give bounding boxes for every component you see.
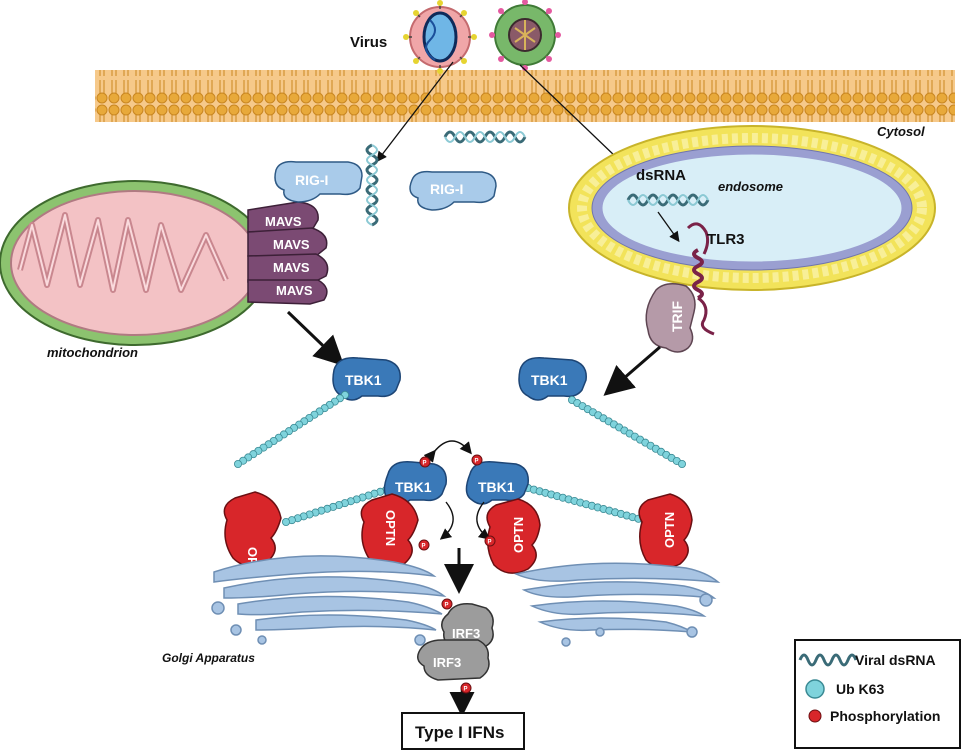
phospho-mark-text: P [423,461,427,467]
mavs-label-3: MAVS [273,260,310,275]
trif-to-tbk1-arrow [603,345,661,396]
mavs-to-tbk1-arrow [286,310,345,367]
phospho-mark-text: P [488,540,492,546]
tbk1-label-upper-left: TBK1 [345,372,382,388]
golgi-apparatus-right [513,562,721,647]
optn-far-right [638,493,693,569]
ubiquitin-bead [678,459,687,468]
rig-i-label-bound: RIG-I [295,172,328,188]
rig-i-label-free: RIG-I [430,181,463,197]
viral-dsrna-helix-strand [444,131,526,143]
golgi-apparatus-left [211,555,447,646]
type-i-ifns-box [401,712,525,750]
virus-particle-1 [403,0,477,74]
plasma-membrane [95,70,955,122]
ubiquitin-chains [233,390,687,527]
trif-label: TRIF [669,300,685,332]
legend-label-viral-dsrna: Viral dsRNA [855,652,936,668]
endosome [568,125,936,291]
type-i-ifns-label: Type I IFNs [415,723,504,742]
endosome-dsrna-strand [627,194,709,206]
ub-chain-upper-right [568,395,687,468]
endosome-label: endosome [718,179,783,194]
phospho-mark-text: P [422,544,426,550]
rig-i-free [409,170,497,211]
irf3-label-top: IRF3 [452,626,480,641]
virus-particle-2 [489,0,561,71]
rig-i-bound [274,160,363,203]
irf3-bottom [417,639,490,681]
phospho-irf3-top: P [441,598,453,610]
phospho-mark-text: P [445,603,449,609]
phospho-optn-center-right: P [484,535,496,547]
mitochondrion [0,180,271,346]
optn-center-right [486,498,541,574]
legend: Viral dsRNA Ub K63 Phosphorylation [794,639,961,749]
phosphorylation-marks: P P P P P P [418,454,496,694]
tbk1-label-center-left: TBK1 [395,479,432,495]
phospho-mark-text: P [475,459,479,465]
phospho-dot-icon [808,709,822,723]
legend-label-phosphorylation: Phosphorylation [830,708,940,724]
golgi-label: Golgi Apparatus [162,651,255,665]
mavs-label-4: MAVS [276,283,313,298]
mavs-label-2: MAVS [273,237,310,252]
cytosol-label: Cytosol [877,124,925,139]
wavy-rna-icon [798,653,858,667]
rig-i-bound-dsrna-strand [366,144,378,226]
mavs-stack [247,201,329,305]
trif-adapter [645,283,696,353]
irf3-top [441,602,494,649]
ubiquitin-bead [233,459,242,468]
tbk1-to-optn-left-arrow [439,501,454,540]
virus-label: Virus [350,34,387,51]
phospho-tbk1-left: P [419,456,431,468]
dsrna-label: dsRNA [636,167,686,184]
tbk1-to-optn-right-arrow [476,501,491,540]
phospho-irf3-bottom: P [460,682,472,694]
optn-label-far-right: OPTN [662,512,677,548]
tlr3-receptor [686,222,715,336]
ub-chain-center-right [524,483,655,527]
phospho-mark-text: P [464,687,468,693]
phospho-tbk1-right: P [471,454,483,466]
tlr3-label: TLR3 [707,231,745,248]
tbk1-label-upper-right: TBK1 [531,372,568,388]
legend-label-ub-k63: Ub K63 [836,681,884,697]
ubiquitin-bead-icon [805,679,825,699]
tbk1-trans-phospho-arrow [423,440,472,463]
tbk1-label-center-right: TBK1 [478,479,515,495]
mavs-label-1: MAVS [265,214,302,229]
dsrna-to-tlr3-arrow [657,211,680,243]
ub-chain-upper-left [233,390,349,468]
virus-to-rig-i-arrow [376,61,454,163]
mitochondrion-label: mitochondrion [47,345,138,360]
irf3-label-bottom: IRF3 [433,655,461,670]
phospho-optn-center-left: P [418,539,430,551]
optn-label-center-left: OPTN [383,510,398,546]
tbk1-upper-right [518,357,587,401]
optn-label-center-right: OPTN [511,517,526,553]
ubiquitin-bead [281,518,290,527]
